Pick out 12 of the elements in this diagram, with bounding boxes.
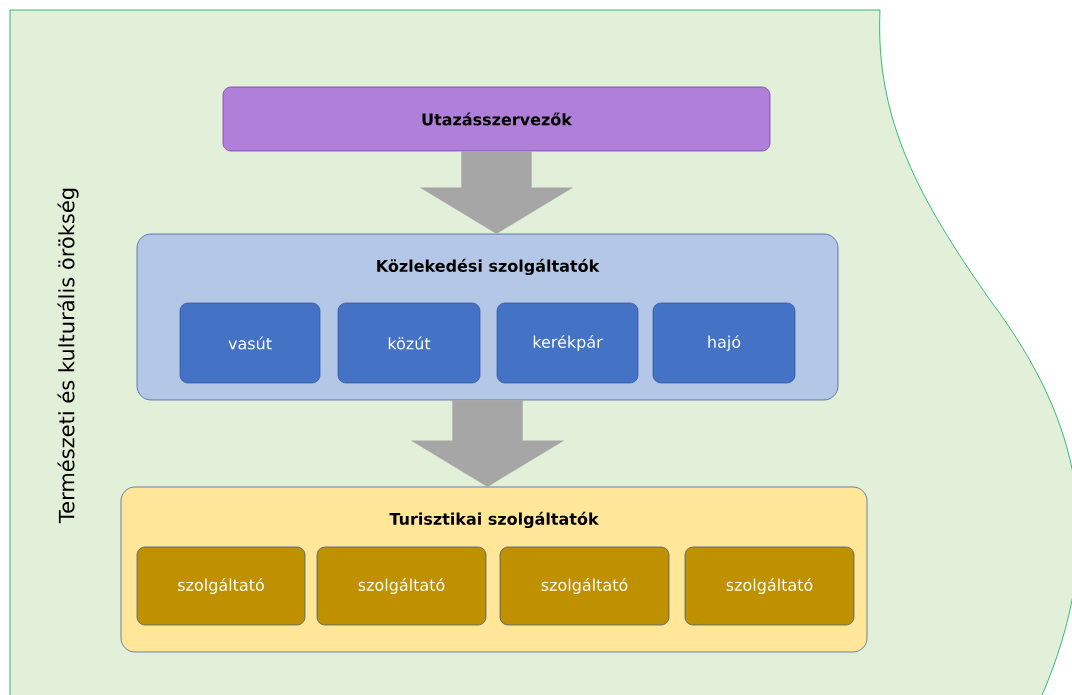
item-box: kerékpár (496, 302, 639, 384)
block-arrow (411, 400, 564, 487)
item-box: hajó (652, 302, 796, 384)
block-arrow (420, 151, 573, 234)
item-box: szolgáltató (684, 546, 855, 626)
item-box: szolgáltató (316, 546, 487, 626)
item-box: közút (337, 302, 481, 384)
item-box: szolgáltató (136, 546, 306, 626)
side-label: Természeti és kulturális örökség (57, 188, 79, 524)
process-box: Utazásszervezők (222, 86, 771, 152)
item-box: vasút (179, 302, 321, 384)
item-box: szolgáltató (499, 546, 670, 626)
